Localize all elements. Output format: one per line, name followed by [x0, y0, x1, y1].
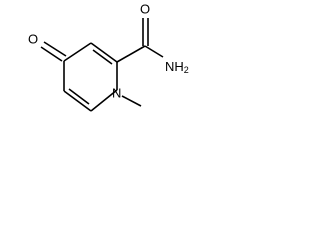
bond-c4-c3	[63, 42, 92, 62]
bond-c4-o-ketone-a	[40, 46, 63, 62]
bond-c3-c2-inner	[92, 49, 113, 65]
ketone-oxygen-label: O	[28, 32, 38, 47]
ring-nitrogen-label: N	[112, 86, 121, 101]
amide-subscript-text: 2	[184, 65, 189, 75]
bond-carbonyl-nh2	[144, 45, 164, 58]
bond-c3-c2	[90, 42, 118, 63]
amide-nitrogen-label: NH2	[165, 59, 189, 76]
amide-oxygen-label: O	[140, 2, 150, 17]
bond-n1-c6	[90, 89, 118, 112]
bond-n1-methyl	[121, 95, 142, 107]
chemical-structure: O O N NH2	[28, 2, 189, 112]
amide-nh-text: NH	[165, 59, 184, 74]
bond-c4-o-ketone-b	[43, 41, 67, 57]
bond-c6-c5-inner	[68, 88, 90, 105]
bond-c6-c5	[63, 90, 92, 112]
bond-c2-carbonyl	[116, 45, 146, 63]
